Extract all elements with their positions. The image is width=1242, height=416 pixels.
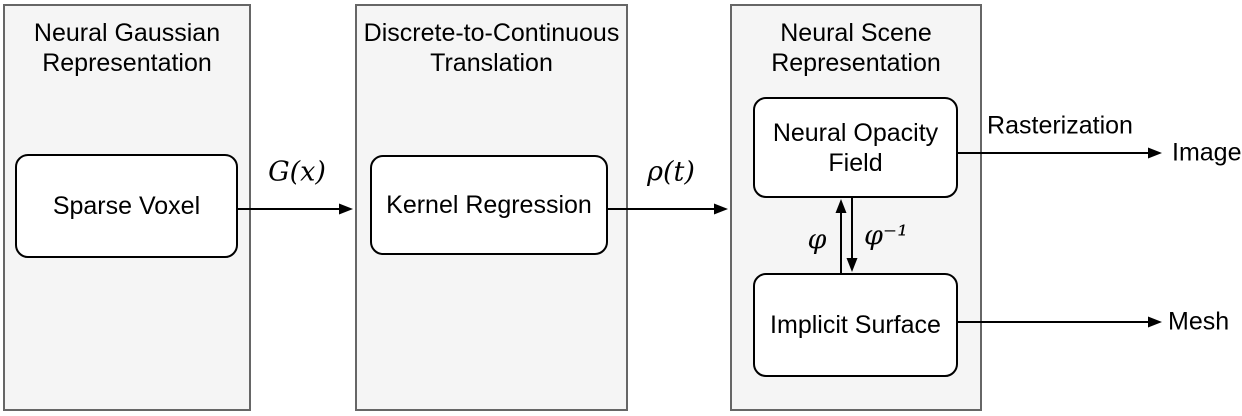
edge-label-gaussian-function: G(x)	[268, 156, 326, 188]
edge-label-density-function: ρ(t)	[647, 156, 695, 188]
panel-title-discrete-to-continuous: Discrete-to-Continuous Translation	[363, 19, 620, 77]
edge-label-phi: φ	[807, 224, 827, 256]
output-mesh-label: Mesh	[1168, 307, 1230, 336]
arrow-rasterization-to-image	[958, 147, 1162, 159]
node-sparse-voxel: Sparse Voxel	[15, 154, 238, 258]
output-image-label: Image	[1172, 138, 1242, 167]
edge-label-phi-inverse: φ⁻¹	[864, 220, 908, 252]
node-implicit-surface: Implicit Surface	[753, 273, 958, 377]
node-kernel-regression: Kernel Regression	[370, 155, 608, 255]
node-neural-opacity-field: Neural Opacity Field	[753, 97, 958, 198]
arrow-sparse-voxel-to-kernel-regression	[238, 203, 353, 215]
edge-label-rasterization: Rasterization	[987, 111, 1133, 140]
arrow-implicit-surface-to-mesh	[958, 316, 1162, 328]
panel-title-neural-gaussian: Neural Gaussian Representation	[33, 19, 221, 77]
panel-title-neural-scene: Neural Scene Representation	[771, 19, 941, 77]
